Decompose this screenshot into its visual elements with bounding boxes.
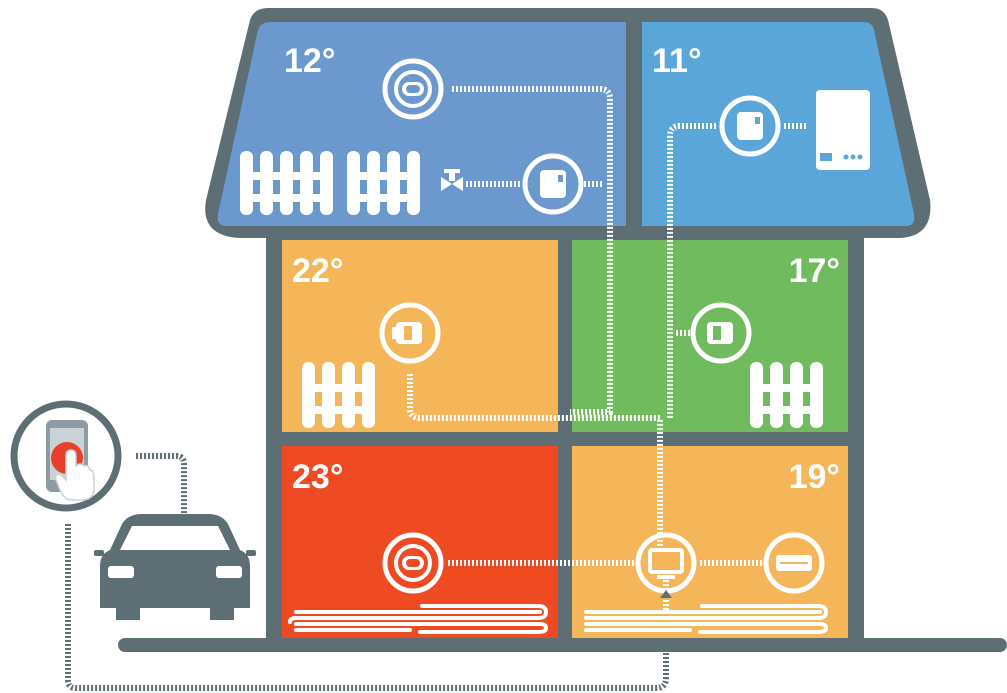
radiator-icon	[750, 362, 823, 428]
temp-ground-right: 19°	[789, 458, 840, 496]
temp-middle-left: 22°	[292, 252, 343, 290]
temp-middle-right: 17°	[789, 252, 840, 290]
wireless-links	[407, 86, 808, 610]
temp-ground-left: 23°	[292, 458, 343, 496]
radiator-valve-icon[interactable]	[522, 153, 584, 215]
arrow-up-icon	[660, 590, 672, 598]
radiator-valve-icon[interactable]	[690, 302, 752, 364]
remote-links	[65, 453, 669, 691]
radiator-valve-icon[interactable]	[379, 302, 441, 364]
underfloor-heating-icon	[288, 604, 549, 634]
boiler-icon	[816, 90, 870, 170]
receiver-icon[interactable]	[719, 95, 781, 157]
smartphone-icon[interactable]	[10, 400, 122, 512]
temp-attic-right: 11°	[652, 42, 702, 80]
ground-line	[118, 638, 1007, 652]
car-icon	[94, 514, 256, 620]
underfloor-heating-icon	[584, 604, 829, 634]
thermostat-icon[interactable]	[382, 532, 444, 594]
radiator-icon	[302, 362, 375, 428]
thermostat-icon[interactable]	[382, 58, 444, 120]
receiver-icon[interactable]	[763, 532, 825, 594]
temp-attic-left: 12°	[284, 42, 335, 80]
valve-icon	[441, 169, 463, 191]
radiator-icon	[240, 151, 333, 215]
hand-pointer-icon	[54, 449, 95, 501]
radiator-icon	[347, 151, 420, 215]
